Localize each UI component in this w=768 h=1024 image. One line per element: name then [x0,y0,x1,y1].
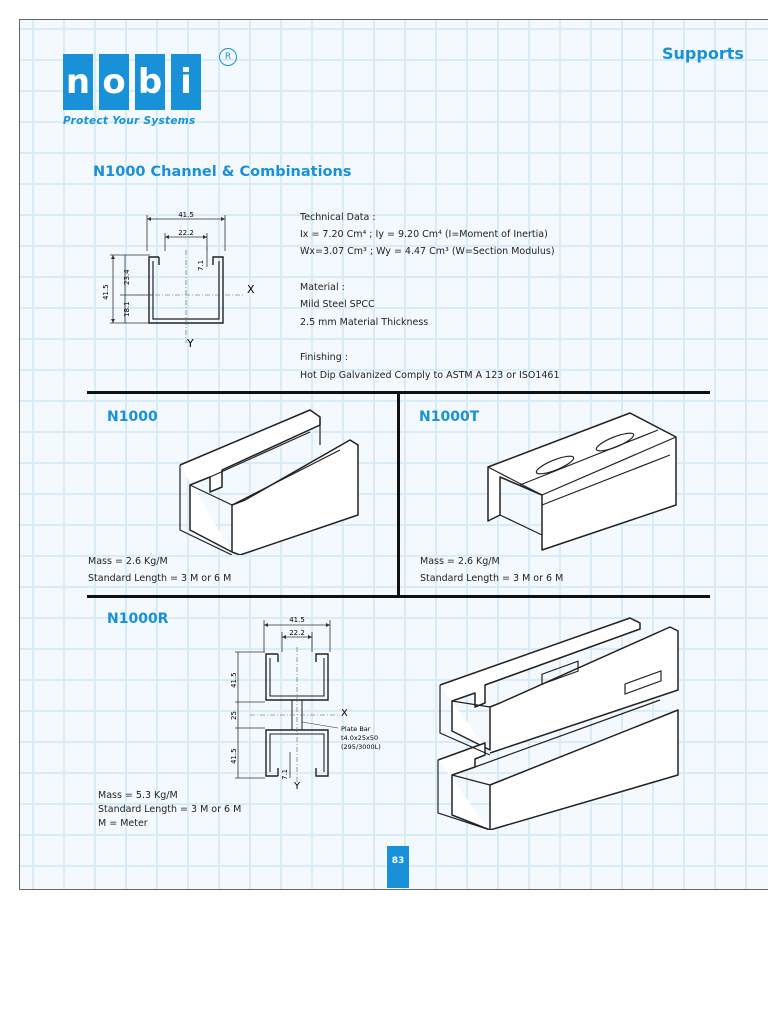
dim-lip: 7.1 [197,260,205,271]
page-title: N1000 Channel & Combinations [93,164,352,180]
n1000r-channel-illustration [437,617,679,830]
technical-line-1: Ix = 7.20 Cm⁴ ; Iy = 9.20 Cm⁴ (I=Moment … [300,229,548,240]
x-axis-label: X [247,283,255,296]
product-title-n1000t: N1000T [419,409,480,425]
r-dim-width: 41.5 [289,616,305,624]
material-line-2: 2.5 mm Material Thickness [300,317,429,328]
dim-height: 41.5 [102,284,110,300]
n1000-length: Standard Length = 3 M or 6 M [88,573,232,584]
logo-letter-b: b [135,54,165,110]
n1000t-mass: Mass = 2.6 Kg/M [420,556,500,567]
product-title-n1000r: N1000R [107,611,169,627]
n1000r-length: Standard Length = 3 M or 6 M [98,804,242,815]
plate-bar-label: Plate Bar [341,725,371,733]
divider-vertical [397,393,400,596]
r-dim-top-height: 41.5 [230,672,238,688]
divider-top [87,391,710,394]
y-axis-label: Y [186,337,194,350]
n1000-channel-illustration [179,409,359,555]
r-dim-gap: 25 [230,711,238,720]
technical-heading: Technical Data : [300,212,376,223]
dim-width: 41.5 [178,211,194,219]
n1000-mass: Mass = 2.6 Kg/M [88,556,168,567]
logo-letter-o: o [99,54,129,110]
r-y-axis-label: Y [293,781,301,792]
technical-line-2: Wx=3.07 Cm³ ; Wy = 4.47 Cm³ (W=Section M… [300,246,555,257]
material-heading: Material : [300,282,345,293]
n1000r-cross-section-diagram: 41.5 22.2 41.5 25 41.5 7.1 X Y Plate Bar… [230,616,381,792]
dim-inner: 22.2 [178,229,194,237]
plate-bar-size: t4.0x25x50 [341,734,378,742]
registered-icon: R [219,48,237,66]
r-dim-bottom-height: 41.5 [230,748,238,764]
finishing-heading: Finishing : [300,352,348,363]
logo-letter-n: n [63,54,93,110]
brand-tagline: Protect Your Systems [63,115,196,127]
page-number: 83 [387,846,409,888]
n1000t-channel-illustration [487,412,677,551]
dim-lower: 18.1 [123,301,131,317]
r-x-axis-label: X [341,708,348,719]
material-line-1: Mild Steel SPCC [300,299,375,310]
r-dim-inner: 22.2 [289,629,305,637]
n1000r-mass: Mass = 5.3 Kg/M [98,790,178,801]
unit-note: M = Meter [98,818,148,829]
channel-cross-section-diagram: 41.5 22.2 7.1 23.4 18.1 41.5 X Y [102,211,255,350]
divider-bottom [87,595,710,598]
finishing-line-1: Hot Dip Galvanized Comply to ASTM A 123 … [300,370,560,381]
r-dim-lip: 7.1 [281,769,289,780]
n1000t-length: Standard Length = 3 M or 6 M [420,573,564,584]
product-title-n1000: N1000 [107,409,158,425]
dim-upper: 23.4 [123,269,131,285]
logo-letter-i: i [171,54,201,110]
plate-bar-length: (295/3000L) [341,743,381,751]
section-header: Supports [662,44,744,63]
